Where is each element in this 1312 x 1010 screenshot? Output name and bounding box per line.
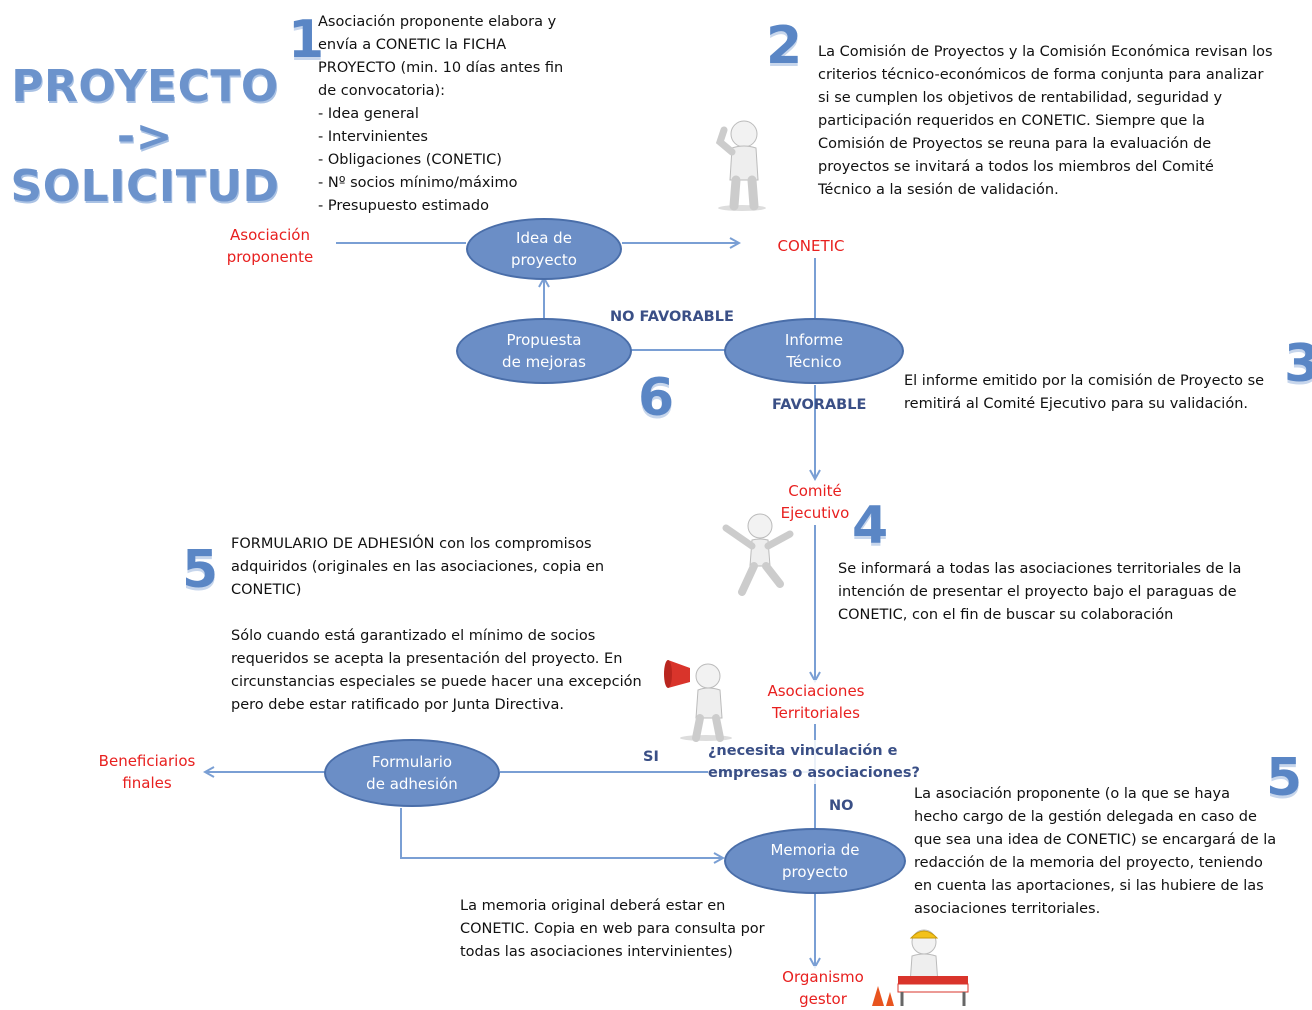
memoria-note: La memoria original deberá estar en CONE… bbox=[460, 898, 765, 960]
actor-conetic: CONETIC bbox=[777, 237, 845, 255]
node-memoria-proyecto: Memoria de proyecto bbox=[724, 828, 906, 894]
step5-adhesion-description: FORMULARIO DE ADHESIÓN con los compromis… bbox=[231, 536, 642, 713]
page-title: PROYECTO -> SOLICITUD bbox=[10, 61, 280, 212]
step1-description: Asociación proponente elabora y envía a … bbox=[318, 14, 564, 214]
step5-memoria-description: La asociación proponente (o la que se ha… bbox=[914, 786, 1277, 917]
actor-asociacion-proponente: Asociación proponente bbox=[226, 226, 314, 266]
node-informe-tecnico: Informe Técnico bbox=[724, 318, 904, 384]
step-number-4: 4 bbox=[852, 496, 889, 556]
step-number-3: 3 bbox=[1284, 334, 1312, 394]
step3-description: El informe emitido por la comisión de Pr… bbox=[904, 373, 1265, 412]
label-no-favorable: NO FAVORABLE bbox=[610, 309, 734, 325]
step-number-6: 6 bbox=[638, 368, 675, 428]
megaphone-figure-icon bbox=[664, 660, 732, 742]
node-formulario-adhesion: Formulario de adhesión bbox=[324, 739, 500, 807]
node-propuesta-mejoras: Propuesta de mejoras bbox=[456, 318, 632, 384]
thumbs-up-figure-icon bbox=[715, 120, 766, 211]
jumping-figure-icon bbox=[722, 513, 794, 596]
label-question: ¿necesita vinculación e empresas o asoci… bbox=[708, 740, 920, 784]
actor-organismo-gestor: Organismo gestor bbox=[768, 966, 878, 1010]
label-no: NO bbox=[829, 798, 854, 814]
step2-description: La Comisión de Proyectos y la Comisión E… bbox=[818, 44, 1273, 198]
actor-beneficiarios-finales: Beneficiarios finales bbox=[98, 752, 196, 792]
edge-formulario-memoria bbox=[400, 808, 722, 858]
actor-asociaciones-territoriales: Asociaciones Territoriales bbox=[746, 680, 886, 724]
step-number-2: 2 bbox=[766, 16, 803, 76]
construction-worker-figure-icon bbox=[872, 929, 969, 1006]
step-number-5-right: 5 bbox=[1266, 748, 1303, 808]
label-favorable: FAVORABLE bbox=[772, 397, 867, 413]
step-number-5-left: 5 bbox=[182, 540, 219, 600]
step4-description: Se informará a todas las asociaciones te… bbox=[838, 561, 1242, 623]
step-number-1: 1 bbox=[288, 10, 325, 70]
label-si: SI bbox=[643, 749, 659, 765]
node-idea-proyecto: Idea de proyecto bbox=[466, 218, 622, 280]
actor-comite-ejecutivo: Comité Ejecutivo bbox=[780, 482, 850, 522]
